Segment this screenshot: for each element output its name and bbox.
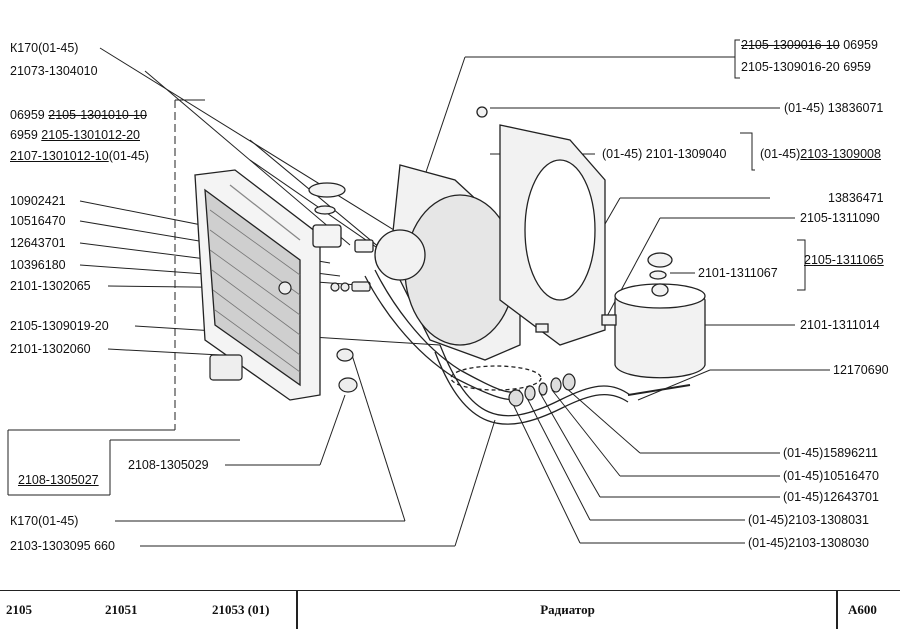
ring-prefix: (01-45) xyxy=(760,147,801,161)
label-2105-1311065: 2105-1311065 xyxy=(804,253,884,267)
label-2108-1305029: 2108-1305029 xyxy=(128,458,209,472)
footer-model-2105: 2105 xyxy=(6,602,32,617)
label-k170-top: К170(01-45) xyxy=(10,41,79,55)
label-2101-1302065: 2101-1302065 xyxy=(10,279,91,293)
group-row3-code: 2107-1301012-10 xyxy=(10,149,109,163)
group-row2-code: 2105-1301012-20 xyxy=(41,128,140,142)
label-2101-1311067: 2101-1311067 xyxy=(698,266,778,280)
label-ring: (01-45)2103-1309008 xyxy=(760,147,881,161)
footer-divider-right xyxy=(836,591,838,629)
topright-row1-code: 2105-1309016-10 xyxy=(741,38,840,52)
label-group-row1: 06959 2105-1301010-10 xyxy=(10,108,147,122)
group-row1-code: 2105-1301010-10 xyxy=(48,108,147,122)
label-k170-bottom: К170(01-45) xyxy=(10,514,79,528)
label-10516470: 10516470 xyxy=(10,214,66,228)
label-topright-row2: 2105-1309016-20 6959 xyxy=(741,60,871,74)
footer-model-21053: 21053 (01) xyxy=(212,602,270,617)
label-2105-1311090: 2105-1311090 xyxy=(800,211,880,225)
footer-bar: 2105 21051 21053 (01) Радиатор А600 xyxy=(0,590,900,629)
label-2103-1303095: 2103-1303095 660 xyxy=(10,539,115,553)
footer-page-code: А600 xyxy=(848,602,877,617)
footer-title: Радиатор xyxy=(540,602,595,617)
label-group-row3: 2107-1301012-10(01-45) xyxy=(10,149,149,163)
ring-code: 2103-1309008 xyxy=(800,147,881,161)
label-10902421: 10902421 xyxy=(10,194,66,208)
label-2101-1302060: 2101-1302060 xyxy=(10,342,91,356)
label-2105-1309019-20: 2105-1309019-20 xyxy=(10,319,109,333)
label-21073-1304010: 21073-1304010 xyxy=(10,64,98,78)
footer-model-21051: 21051 xyxy=(105,602,138,617)
group-row3-suffix: (01-45) xyxy=(108,149,149,163)
label-10516470-right: (01-45)10516470 xyxy=(783,469,879,483)
label-2101-1309040: (01-45) 2101-1309040 xyxy=(602,147,727,161)
topright-row2-code: 2105-1309016-20 xyxy=(741,60,840,74)
label-12643701: 12643701 xyxy=(10,236,66,250)
label-topright-row1: 2105-1309016-10 06959 xyxy=(741,38,878,52)
parts-diagram: К170(01-45) 21073-1304010 06959 2105-130… xyxy=(0,0,900,590)
label-2108-1305027: 2108-1305027 xyxy=(18,473,99,487)
label-2101-1311014: 2101-1311014 xyxy=(800,318,880,332)
label-12643701-right: (01-45)12643701 xyxy=(783,490,879,504)
label-15896211: (01-45)15896211 xyxy=(783,446,878,460)
label-13836071: (01-45) 13836071 xyxy=(784,101,884,115)
topright-row1-suffix: 06959 xyxy=(843,38,878,52)
diagram-drawing xyxy=(0,0,900,590)
topright-row2-suffix: 6959 xyxy=(843,60,871,74)
label-group-row2: 6959 2105-1301012-20 xyxy=(10,128,140,142)
label-12170690: 12170690 xyxy=(833,363,889,377)
label-10396180: 10396180 xyxy=(10,258,66,272)
group-row1-prefix: 06959 xyxy=(10,108,45,122)
label-2103-1308030: (01-45)2103-1308030 xyxy=(748,536,869,550)
footer-divider-left xyxy=(296,591,298,629)
group-row2-prefix: 6959 xyxy=(10,128,38,142)
label-2103-1308031: (01-45)2103-1308031 xyxy=(748,513,869,527)
label-13836471: 13836471 xyxy=(828,191,884,205)
